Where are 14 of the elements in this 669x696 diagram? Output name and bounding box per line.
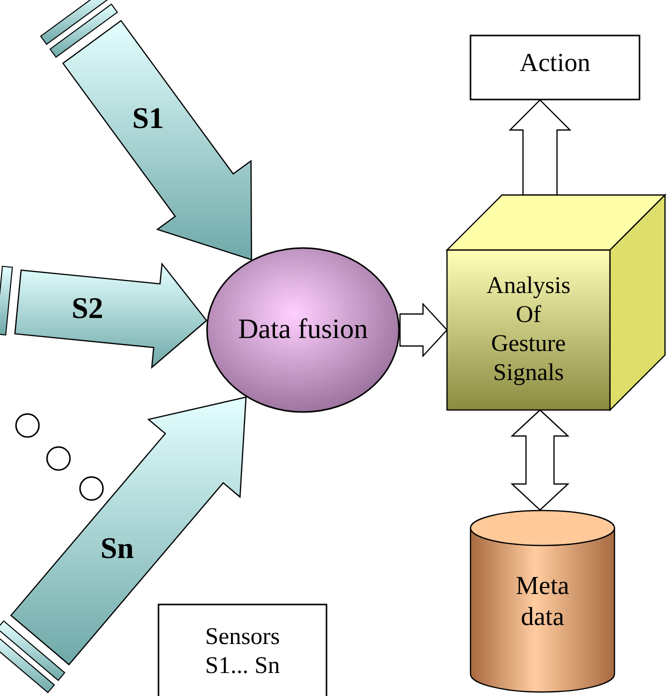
node-label: Sensors S1... Sn (204, 623, 281, 681)
block-arrow (508, 99, 572, 196)
block-arrow (510, 409, 570, 511)
edge-label: S1 (132, 102, 164, 136)
block-arrow (14, 262, 208, 369)
edge-label: Sn (100, 532, 134, 566)
edge-label: S2 (72, 292, 104, 326)
node-label: Action (520, 46, 590, 78)
block-arrow (399, 302, 448, 358)
node-label: Meta data (514, 570, 570, 632)
node-label: Analysis Of Gesture Signals (486, 272, 572, 388)
block-arrow (10, 396, 247, 666)
block-arrow (62, 20, 252, 261)
node-label: Data fusion (238, 313, 368, 347)
